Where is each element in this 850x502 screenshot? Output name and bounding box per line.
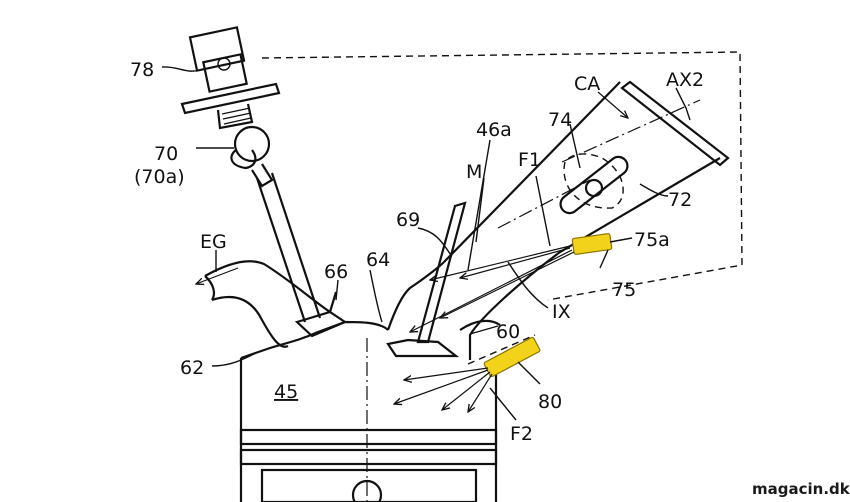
- fuel-pump-78: [182, 27, 279, 186]
- label-74: 74: [548, 109, 572, 131]
- label-64: 64: [366, 249, 390, 271]
- label-f1: F1: [518, 149, 541, 171]
- ca-arrow: [598, 92, 628, 118]
- label-69: 69: [396, 209, 420, 231]
- label-ax2: AX2: [666, 69, 704, 91]
- label-ca: CA: [574, 73, 600, 95]
- injector-75: [572, 233, 612, 254]
- label-78: 78: [130, 59, 154, 81]
- label-70: 70: [154, 143, 178, 165]
- label-72: 72: [668, 189, 692, 211]
- label-62: 62: [180, 357, 204, 379]
- label-70a: (70a): [134, 166, 185, 188]
- label-75a: 75a: [634, 229, 670, 251]
- swirl-valve-74: [557, 153, 631, 216]
- watermark-text: magacin.dk: [752, 480, 850, 498]
- label-60: 60: [496, 321, 520, 343]
- label-66: 66: [324, 261, 348, 283]
- label-46a: 46a: [476, 119, 512, 141]
- label-eg: EG: [200, 231, 227, 253]
- label-ix: IX: [552, 301, 571, 323]
- cylinder-45: [241, 338, 496, 502]
- label-m: M: [466, 161, 482, 183]
- label-80: 80: [538, 391, 562, 413]
- label-f2: F2: [510, 423, 533, 445]
- label-45: 45: [274, 381, 298, 403]
- exhaust-valve: [257, 173, 345, 336]
- label-75: 75: [612, 279, 636, 301]
- spray-f2: [394, 368, 492, 412]
